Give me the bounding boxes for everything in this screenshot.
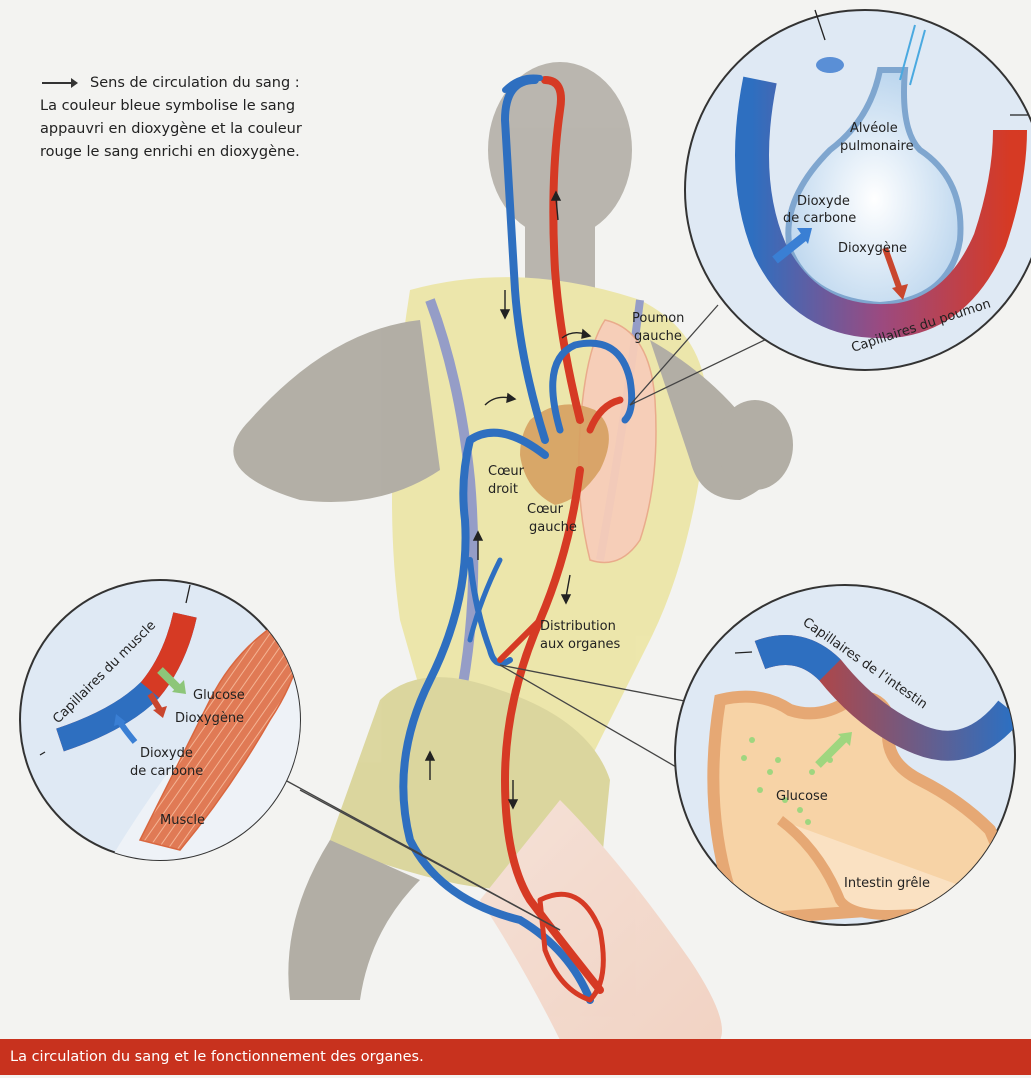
co2-muscle-label-2: de carbone [130,764,203,779]
legend: Sens de circulation du sang : La couleur… [40,72,340,164]
muscle-label: Muscle [160,813,205,828]
figure-caption: La circulation du sang et le fonctionnem… [0,1039,1031,1075]
legend-text: La couleur bleue symbolise le sang appau… [40,98,302,160]
intestin-label: Intestin grêle [844,876,930,891]
co2-label-2: de carbone [783,211,856,226]
poumon-gauche-label-2: gauche [634,329,682,344]
alveole-label-2: pulmonaire [840,139,914,154]
coeur-gauche-label-1: Cœur [527,502,564,517]
inset-muscle: Capillaires du muscle Glucose Dioxygène … [20,580,320,860]
legend-title: Sens de circulation du sang : [40,72,340,95]
flow-arrow-icon [42,82,76,84]
glucose-intestin-label: Glucose [776,789,828,804]
alveole-label-1: Alvéole [850,121,898,136]
poumon-gauche-label-1: Poumon [632,311,684,326]
inset-poumon: Alvéole pulmonaire Dioxyde de carbone Di… [685,10,1031,370]
distribution-label-2: aux organes [540,637,621,652]
o2-muscle-label: Dioxygène [175,711,244,726]
coeur-droit-label-2: droit [488,482,518,497]
distribution-label-1: Distribution [540,619,616,634]
inset-intestin: Capillaires de l’intestin Glucose Intest… [675,585,1020,925]
coeur-droit-label-1: Cœur [488,464,525,479]
coeur-gauche-label-2: gauche [529,520,577,535]
co2-label-1: Dioxyde [797,194,850,209]
glucose-muscle-label: Glucose [193,688,245,703]
co2-muscle-label-1: Dioxyde [140,746,193,761]
o2-lung-label: Dioxygène [838,241,907,256]
